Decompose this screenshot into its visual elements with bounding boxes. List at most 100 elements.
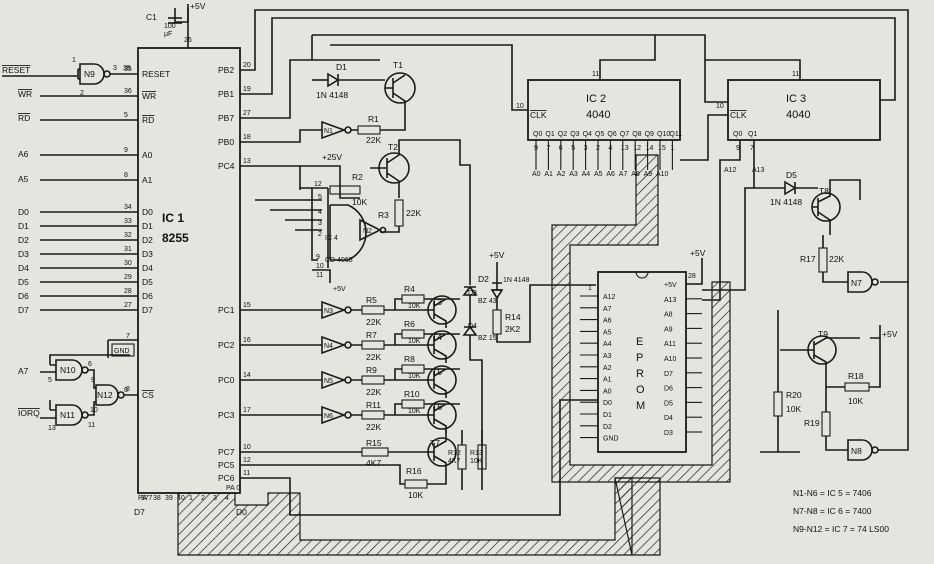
- svg-text:A13: A13: [752, 167, 765, 174]
- ic2-q-label: Q11: [669, 131, 682, 138]
- notes: N1-N6 = IC 5 = 7406 N7-N8 = IC 6 = 7400 …: [793, 488, 889, 534]
- svg-text:9: 9: [316, 254, 320, 261]
- ic1-bottom-pin: 39: [165, 495, 173, 502]
- ic2-q-label: Q5: [595, 131, 604, 138]
- ic1-pin-label: PB1: [218, 89, 234, 99]
- eprom-pin-label: A10: [664, 356, 677, 363]
- c1-unit: μF: [164, 31, 172, 38]
- ic2-4040: IC 2 4040 CLK 10 11 Q09A0Q17A1Q26A2Q35A3…: [516, 35, 682, 178]
- eprom-letter: P: [636, 352, 643, 364]
- eprom-letter: E: [636, 336, 643, 348]
- d4-value: BZ 15: [478, 335, 497, 342]
- t8-label: T8: [819, 186, 829, 196]
- r14-value: 2K2: [505, 324, 520, 334]
- ic1-pin-num: 19: [243, 86, 251, 93]
- ic1-pin-num: 5: [124, 112, 128, 119]
- resistor-value: 22K: [366, 422, 381, 432]
- eprom-pin-label: A11: [664, 341, 676, 348]
- ic1-pin-num: 14: [243, 372, 251, 379]
- r3-value: 22K: [406, 208, 421, 218]
- eprom-letter: O: [636, 384, 645, 396]
- t1-stage: D1 1N 4148 T1: [312, 60, 416, 118]
- svg-text:10: 10: [316, 263, 324, 270]
- svg-text:2: 2: [80, 90, 84, 97]
- ic1-type: 8255: [162, 231, 189, 245]
- d2-vcc: +5V: [489, 250, 505, 260]
- ic1-d7: D7: [134, 507, 145, 517]
- d3-value: BZ 43: [478, 298, 497, 305]
- eprom-pin-label: A12: [603, 294, 616, 301]
- resistor-label: R8: [404, 354, 415, 364]
- d5-type: 1N 4148: [770, 197, 802, 207]
- c1-value: 100: [164, 23, 176, 30]
- t2-label: T2: [388, 142, 398, 152]
- svg-text:35: 35: [123, 65, 131, 72]
- data-bus-label: D1: [18, 221, 29, 231]
- svg-text:1: 1: [588, 285, 592, 292]
- ic1-pin-num: 12: [243, 457, 251, 464]
- t8-stage: D5 1N 4148 T8 R17 22K N7: [770, 170, 879, 293]
- svg-text:7: 7: [750, 145, 754, 152]
- svg-text:9: 9: [736, 145, 740, 152]
- ic2-addr-label: A6: [606, 171, 615, 178]
- ic1-pin-label: D3: [142, 249, 153, 259]
- n9-label: N9: [84, 69, 95, 79]
- svg-text:11: 11: [88, 422, 95, 429]
- eprom-pin-label: D2: [603, 424, 612, 431]
- ic2-addr-label: A1: [544, 171, 553, 178]
- rd-label: RD: [18, 113, 30, 123]
- data-bus-label: D3: [18, 249, 29, 259]
- resistor-label: R9: [366, 365, 377, 375]
- eprom-pin-label: A7: [603, 306, 612, 313]
- note-n7-n8: N7-N8 = IC 6 = 7400: [793, 506, 872, 516]
- d2-label: D2: [478, 274, 489, 284]
- r14-label: R14: [505, 312, 521, 322]
- svg-text:8: 8: [126, 386, 130, 393]
- n2-label: N2: [363, 228, 372, 235]
- eprom-pin-label: A8: [664, 312, 673, 319]
- r1-label: R1: [368, 114, 379, 124]
- ic4-label: IC 4: [325, 235, 338, 242]
- svg-text:11: 11: [316, 272, 323, 279]
- ic2-clk: CLK: [530, 110, 547, 120]
- eprom-vcc: +5V: [690, 248, 706, 258]
- ic2-addr-label: A5: [594, 171, 603, 178]
- ic1-pin-num: 8: [124, 172, 128, 179]
- transistor-label: T4: [432, 332, 442, 342]
- ic2-label: IC 2: [586, 93, 606, 105]
- svg-text:7: 7: [126, 333, 130, 340]
- r12-value: 4K7: [448, 458, 461, 465]
- resistor-value: 10K: [408, 338, 421, 345]
- ic1-pin-num: 15: [243, 302, 251, 309]
- ic1-pin-label: A1: [142, 175, 153, 185]
- ic1-pin-num: 27: [243, 110, 251, 117]
- ic1-pin-label: D0: [142, 207, 153, 217]
- resistor-label: R6: [404, 319, 415, 329]
- a6-label: A6: [18, 149, 29, 159]
- ic1-pin-num: 18: [243, 134, 251, 141]
- t9-vcc: +5V: [882, 329, 898, 339]
- ic1-pin-label: PC3: [218, 410, 235, 420]
- reset-label: RESET: [2, 65, 30, 75]
- ic1-pin-num: 28: [124, 288, 132, 295]
- ic1-pin-label: RESET: [142, 69, 170, 79]
- r2-value: 10K: [352, 197, 367, 207]
- ic1-pin-label: PC6: [218, 473, 235, 483]
- a5-label: A5: [18, 174, 29, 184]
- r13-value: 10K: [470, 458, 483, 465]
- svg-text:5: 5: [48, 377, 52, 384]
- ic2-addr-label: A9: [644, 171, 653, 178]
- ic4-type: CD 4068: [325, 257, 353, 264]
- eprom-pin-label: A0: [603, 388, 612, 395]
- ic2-addr-label: A0: [532, 171, 541, 178]
- ic1-pin-num: 27: [124, 302, 132, 309]
- r12-r13: R12 4K7 R13 10K: [448, 430, 487, 490]
- ic1-pa0: PA 0: [226, 485, 240, 492]
- svg-text:2: 2: [318, 231, 322, 238]
- gate-label: N3: [324, 308, 333, 315]
- ic1-pin-label: D4: [142, 263, 153, 273]
